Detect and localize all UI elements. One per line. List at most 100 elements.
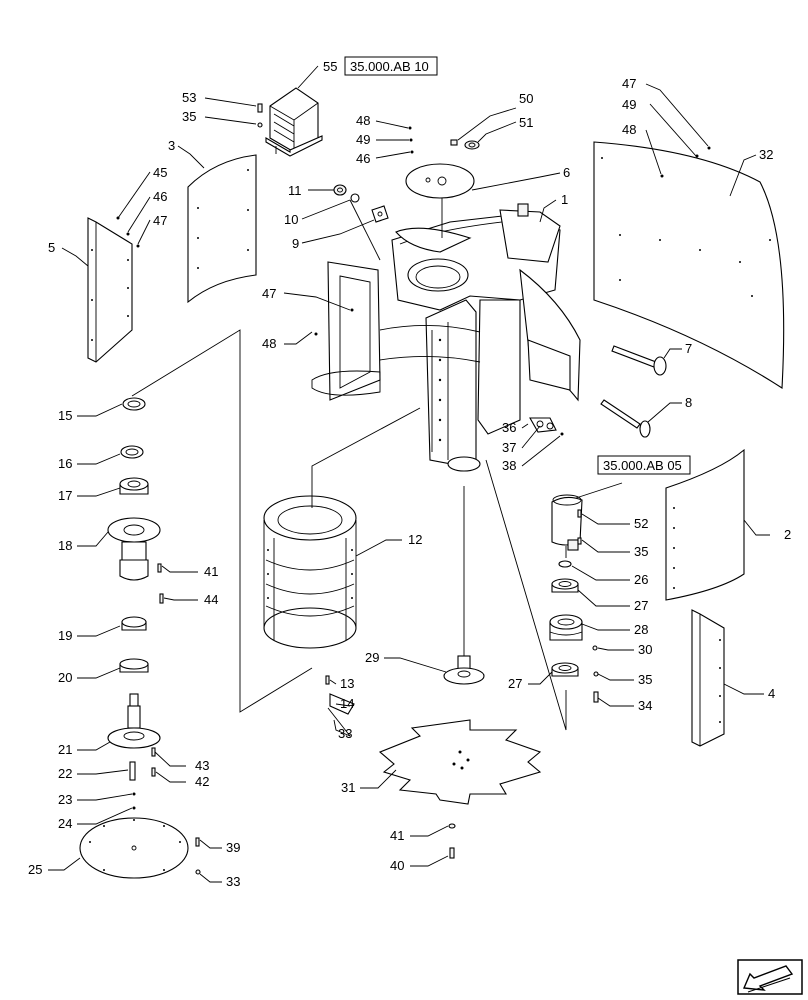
part-19-bearing <box>121 616 147 631</box>
callout-35: 35 <box>638 672 652 687</box>
part-32-curved-panel <box>593 141 785 389</box>
part-28-housing <box>549 614 583 641</box>
callout-48: 48 <box>622 122 636 137</box>
callout-49: 49 <box>356 132 370 147</box>
callout-39: 39 <box>226 840 240 855</box>
part-16-ring <box>120 445 144 459</box>
callout-46: 46 <box>356 151 370 166</box>
part-6-top-plate <box>405 163 475 199</box>
callout-51: 51 <box>519 115 533 130</box>
callout-52: 52 <box>634 516 648 531</box>
callout-36: 36 <box>502 420 516 435</box>
callout-5: 5 <box>48 240 55 255</box>
part-25-disc <box>79 817 189 879</box>
part-4-side-plate <box>691 609 725 747</box>
part-8-pin <box>600 399 651 438</box>
callout-33: 33 <box>338 726 352 741</box>
reference-link-35-000-ab-10[interactable]: 35.000.AB 10 <box>344 56 438 76</box>
callout-labels: 55 53 35 3 45 46 47 5 48 49 46 50 51 6 1… <box>28 59 791 889</box>
callout-7: 7 <box>685 341 692 356</box>
callout-48: 48 <box>356 113 370 128</box>
part-52-motor <box>551 494 583 551</box>
callout-37: 37 <box>502 440 516 455</box>
callout-14: 14 <box>340 696 354 711</box>
part-5-side-plate <box>87 217 133 363</box>
callout-8: 8 <box>685 395 692 410</box>
callout-22: 22 <box>58 766 72 781</box>
callout-49: 49 <box>622 97 636 112</box>
reference-text: 35.000.AB 05 <box>603 458 682 473</box>
callout-26: 26 <box>634 572 648 587</box>
part-27-bearing-upper <box>551 578 579 593</box>
part-22-23-24-pins <box>129 761 136 810</box>
callout-43: 43 <box>195 758 209 773</box>
part-18-housing <box>107 517 161 581</box>
callout-35: 35 <box>182 109 196 124</box>
part-27-bearing-lower <box>551 662 579 677</box>
part-13-14-blade <box>325 675 355 715</box>
callout-23: 23 <box>58 792 72 807</box>
callout-24: 24 <box>58 816 72 831</box>
callout-47: 47 <box>153 213 167 228</box>
callout-35: 35 <box>634 544 648 559</box>
callout-44: 44 <box>204 592 218 607</box>
part-26-seal <box>558 560 572 568</box>
part-30-35-34-bolts <box>592 645 599 703</box>
callout-41: 41 <box>204 564 218 579</box>
callout-34: 34 <box>638 698 652 713</box>
part-3-curved-panel <box>187 154 257 304</box>
callout-29: 29 <box>365 650 379 665</box>
part-20-seal <box>119 658 149 673</box>
part-50-51-hardware <box>450 139 480 150</box>
callout-50: 50 <box>519 91 533 106</box>
callout-55: 55 <box>323 59 337 74</box>
part-11-10-9 <box>333 184 389 223</box>
callout-19: 19 <box>58 628 72 643</box>
callout-3: 3 <box>168 138 175 153</box>
callout-40: 40 <box>390 858 404 873</box>
part-43-42-bolts <box>151 747 156 777</box>
callout-2: 2 <box>784 527 791 542</box>
callout-18: 18 <box>58 538 72 553</box>
part-21-shaft-hub <box>107 693 161 749</box>
callout-6: 6 <box>563 165 570 180</box>
part-2-curved-panel <box>665 448 745 601</box>
callout-16: 16 <box>58 456 72 471</box>
part-29-spinner-hub <box>443 486 485 685</box>
part-7-pin <box>611 345 667 376</box>
callout-27: 27 <box>634 598 648 613</box>
callout-9: 9 <box>292 236 299 251</box>
callout-1: 1 <box>561 192 568 207</box>
callout-21: 21 <box>58 742 72 757</box>
callout-17: 17 <box>58 488 72 503</box>
callout-45: 45 <box>153 165 167 180</box>
callout-33: 33 <box>226 874 240 889</box>
part-55-gearbox <box>265 87 323 157</box>
callout-32: 32 <box>759 147 773 162</box>
previous-page-arrow-icon[interactable] <box>737 959 803 995</box>
callout-38: 38 <box>502 458 516 473</box>
callout-42: 42 <box>195 774 209 789</box>
part-41-40-bolts <box>448 823 456 859</box>
callout-30: 30 <box>638 642 652 657</box>
callout-20: 20 <box>58 670 72 685</box>
callout-41: 41 <box>390 828 404 843</box>
hardware-small-fasteners <box>116 103 711 436</box>
callout-25: 25 <box>28 862 42 877</box>
part-12-cage <box>263 495 357 649</box>
part-15-seal <box>122 397 146 411</box>
callout-31: 31 <box>341 780 355 795</box>
part-41-44-bolts <box>157 563 164 604</box>
reference-text: 35.000.AB 10 <box>350 59 429 74</box>
assembly-lines <box>131 198 567 731</box>
callout-48: 48 <box>262 336 276 351</box>
callout-10: 10 <box>284 212 298 227</box>
reference-link-35-000-ab-05[interactable]: 35.000.AB 05 <box>597 455 691 475</box>
callout-47: 47 <box>622 76 636 91</box>
callout-12: 12 <box>408 532 422 547</box>
part-31-spinner-disc <box>378 719 542 805</box>
callout-27: 27 <box>508 676 522 691</box>
callout-47: 47 <box>262 286 276 301</box>
part-39-33-bolts <box>195 837 201 875</box>
